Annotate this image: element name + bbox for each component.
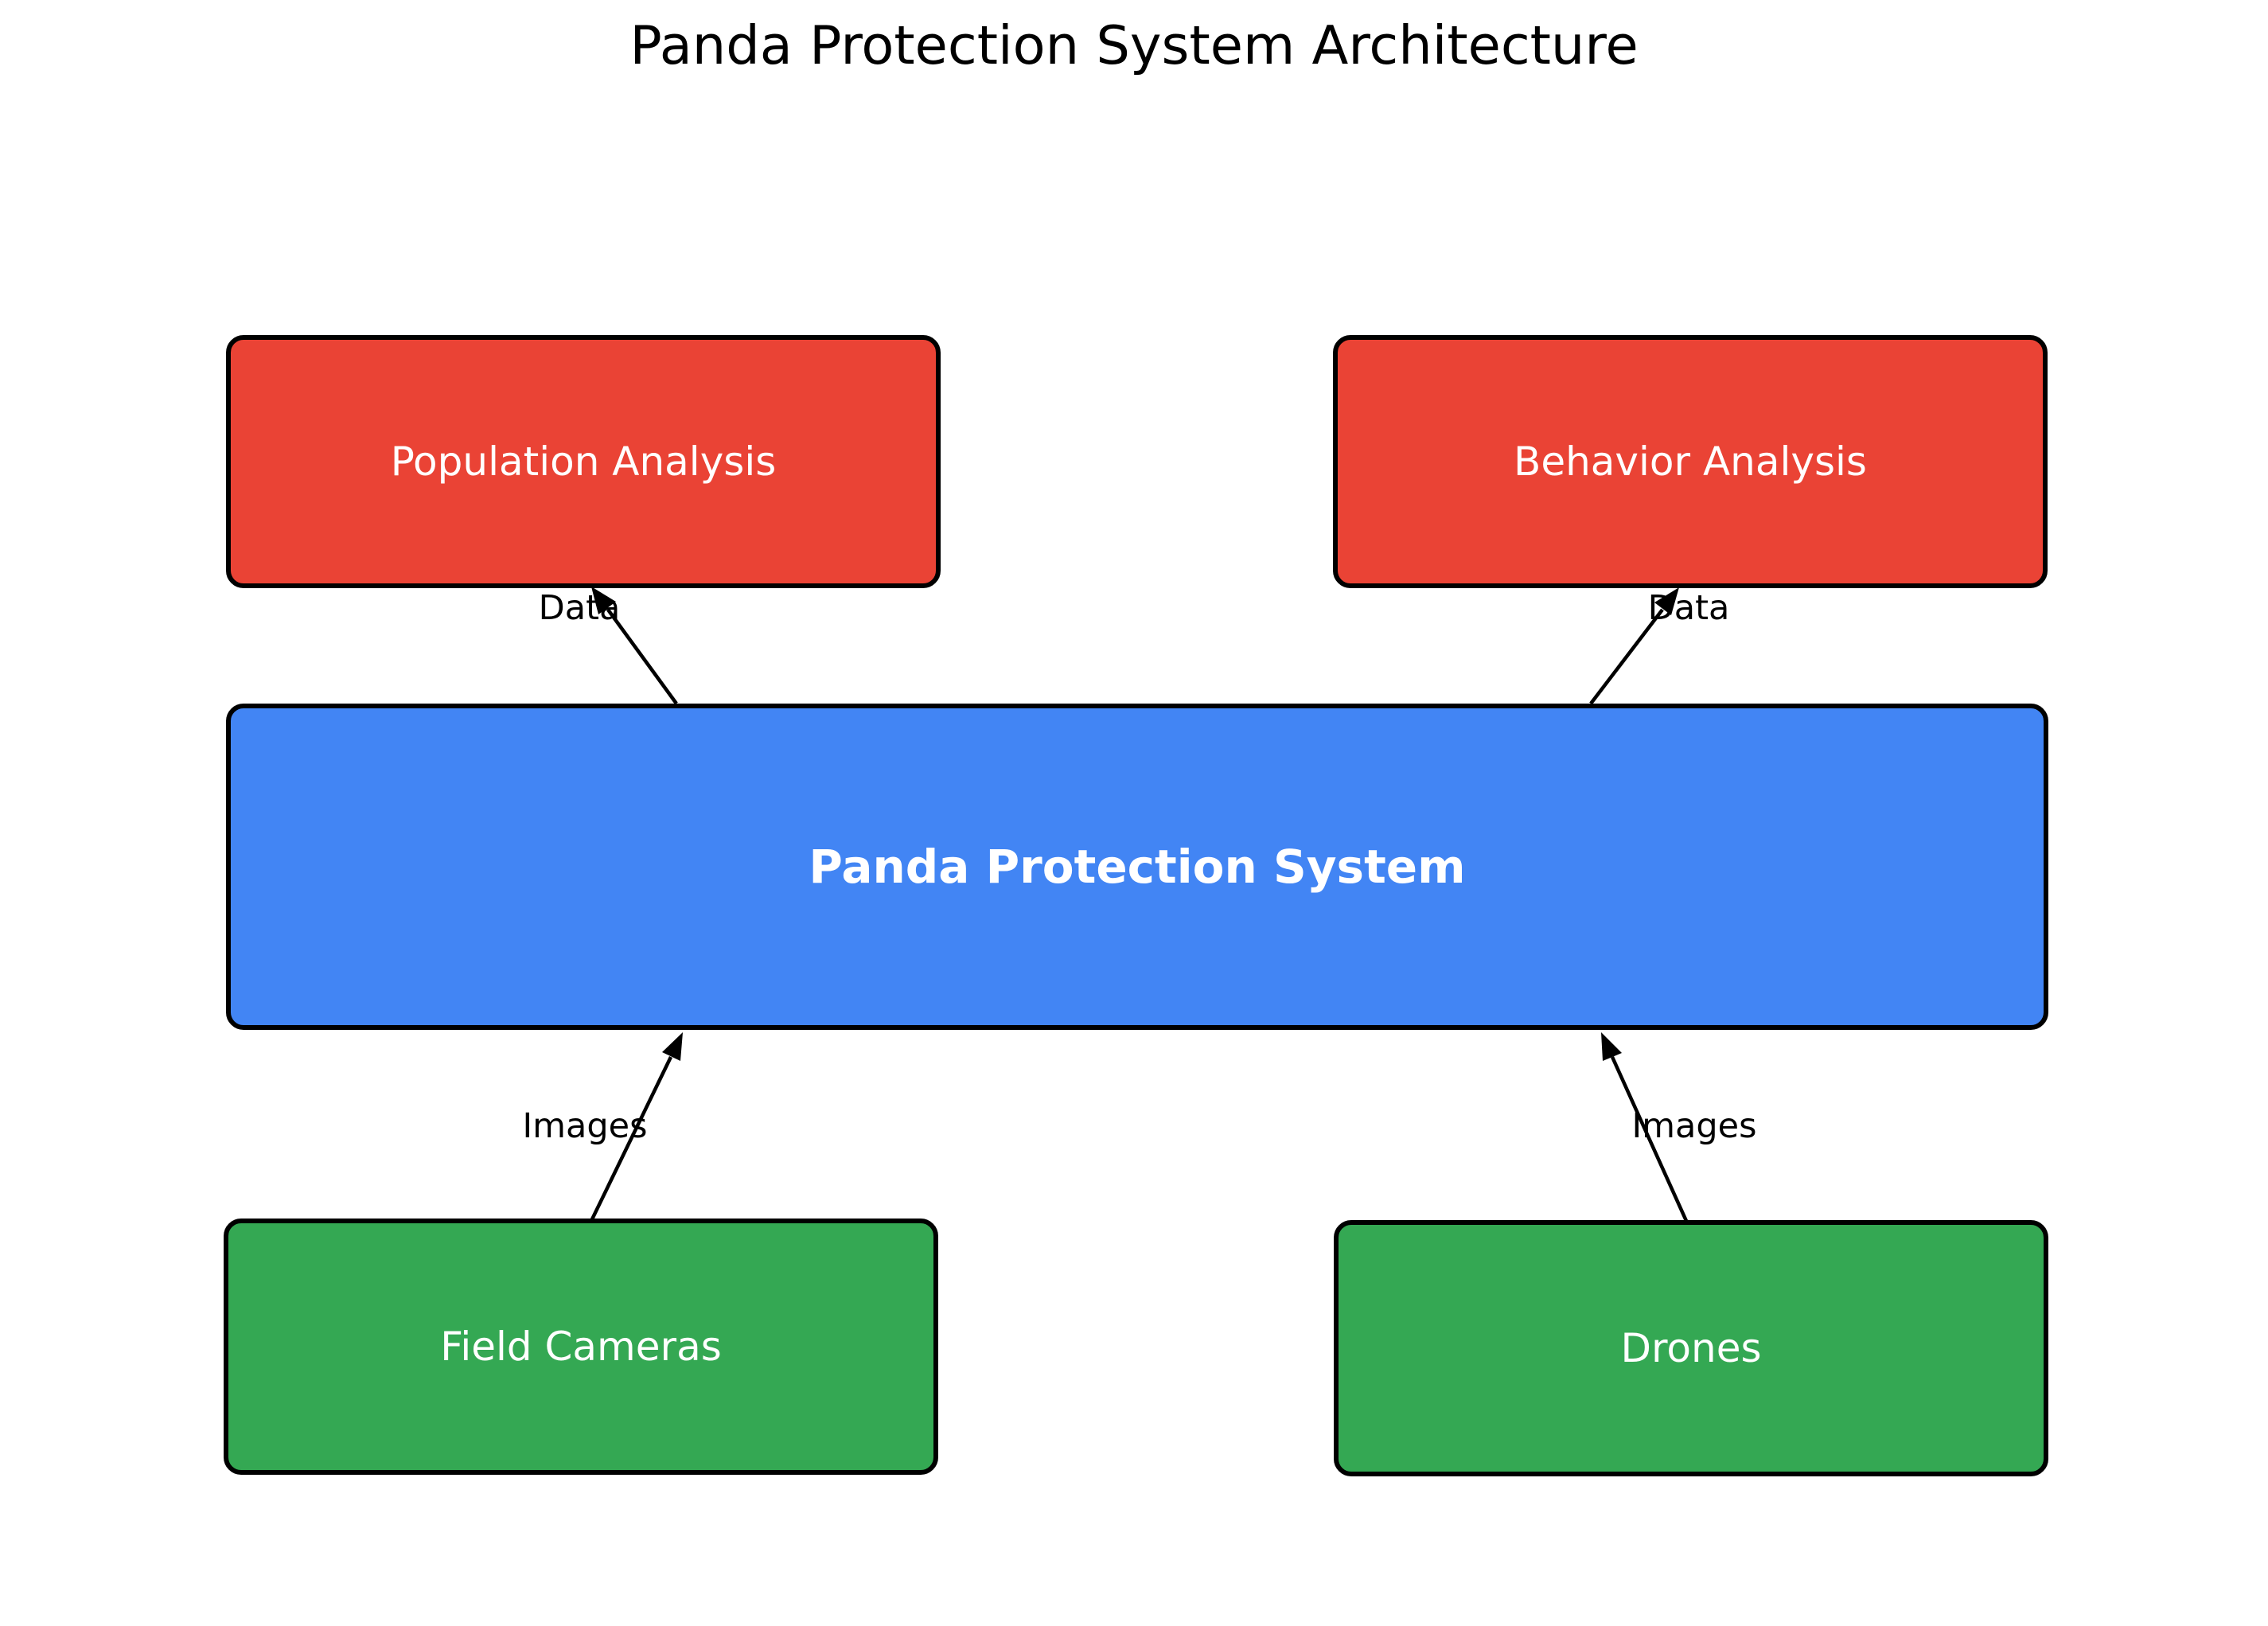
edge-label-data-right: Data [1647, 588, 1730, 628]
edge-label-images-left: Images [522, 1106, 648, 1146]
node-field-cameras: Field Cameras [224, 1219, 938, 1475]
edge-label-data-left: Data [538, 588, 621, 628]
arrowhead-icon [662, 1032, 683, 1061]
diagram-title: Panda Protection System Architecture [629, 14, 1639, 76]
node-behavior-analysis: Behavior Analysis [1333, 335, 2048, 588]
node-drones: Drones [1334, 1220, 2048, 1476]
node-field-cameras-label: Field Cameras [440, 1324, 722, 1370]
edge-label-images-right: Images [1631, 1106, 1757, 1146]
node-panda-protection-system: Panda Protection System [226, 704, 2048, 1030]
node-drones-label: Drones [1620, 1325, 1762, 1371]
arrowhead-icon [1601, 1032, 1622, 1061]
node-population-analysis: Population Analysis [226, 335, 941, 588]
node-population-analysis-label: Population Analysis [390, 439, 777, 485]
node-behavior-analysis-label: Behavior Analysis [1514, 439, 1867, 485]
node-panda-protection-system-label: Panda Protection System [809, 840, 1466, 894]
